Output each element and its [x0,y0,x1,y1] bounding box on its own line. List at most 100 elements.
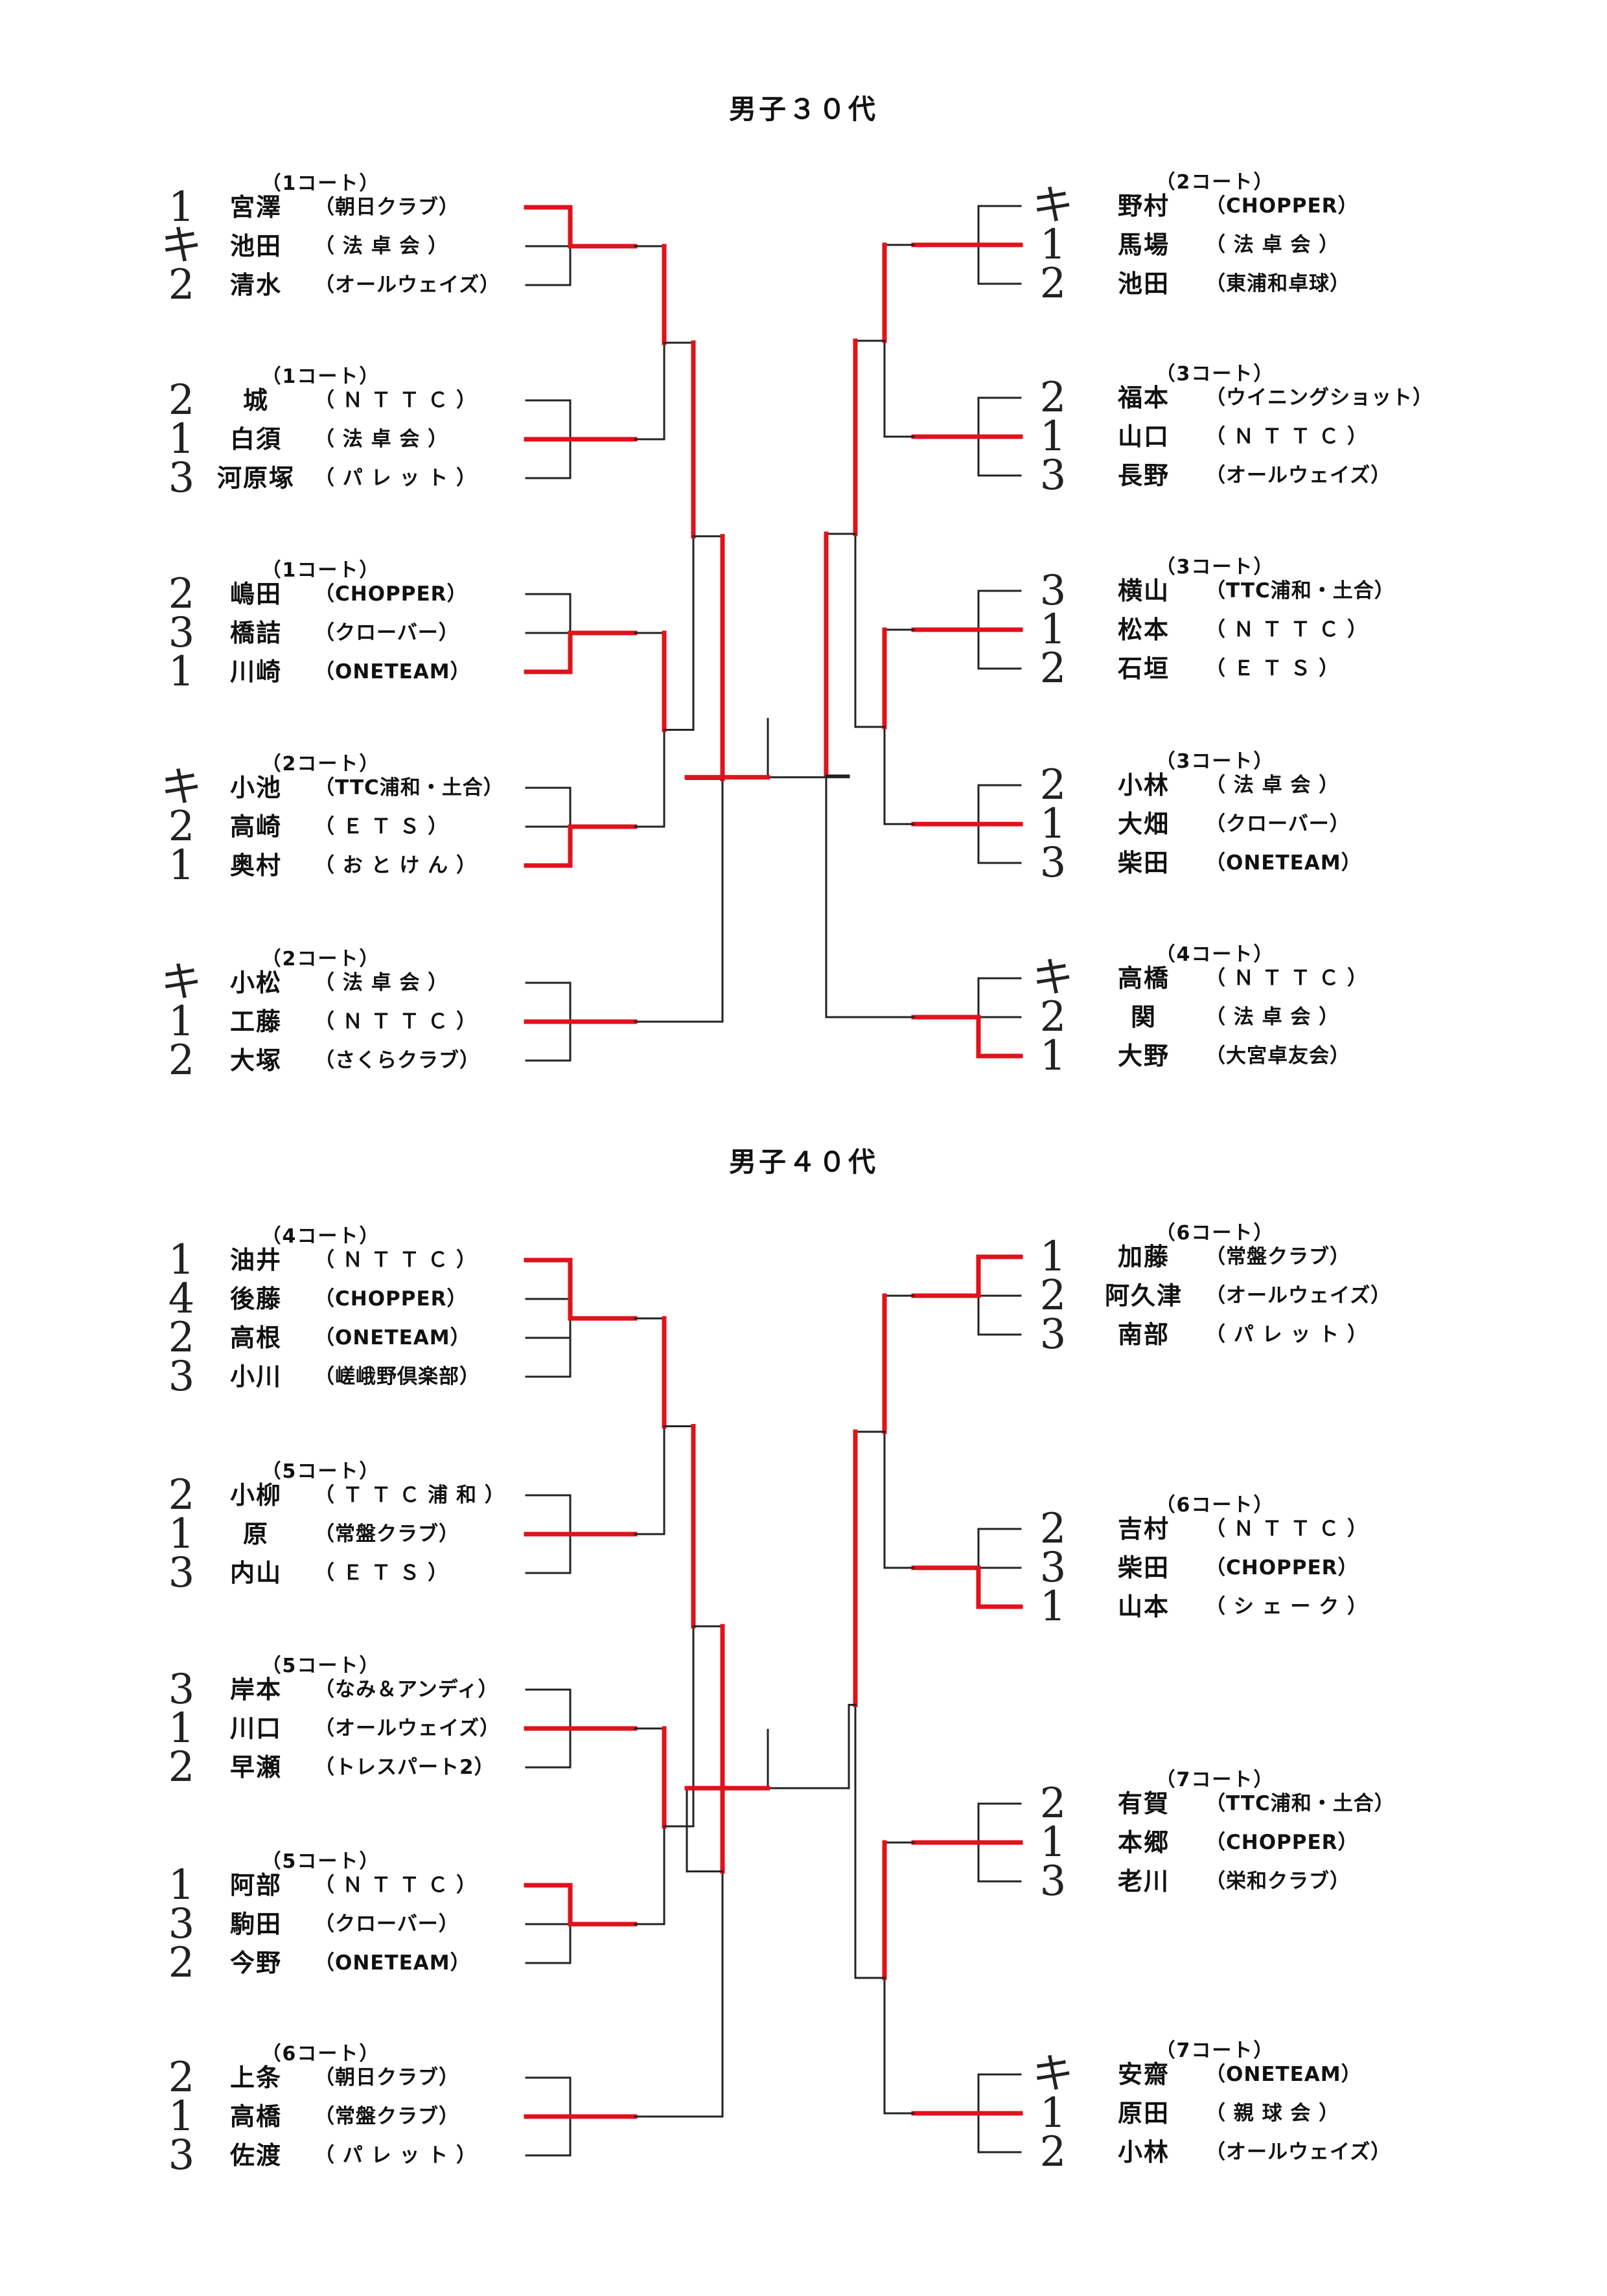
result-mark: 1 [1039,800,1067,848]
result-mark: 3 [168,2131,195,2179]
club-name: （常盤クラブ） [1205,1245,1350,1269]
player-name: 佐渡 [229,2141,282,2170]
club-name: （ Ｔ Ｔ Ｃ 浦 和 ） [314,1484,505,1507]
result-mark: 3 [168,1900,195,1948]
club-name: （ Ｅ Ｔ Ｓ ） [1205,657,1340,680]
player-name: 高根 [229,1324,282,1352]
club-name: （クローバー） [314,621,459,645]
player-name: 油井 [229,1246,282,1274]
result-mark: 2 [168,1314,195,1362]
player-name: 山本 [1117,1592,1170,1621]
result-mark: 3 [1039,452,1067,499]
club-name: （ Ｎ Ｔ Ｔ Ｃ ） [1205,618,1368,641]
result-mark: 3 [168,609,195,657]
club-name: （朝日クラブ） [314,2066,459,2089]
club-name: （栄和クラブ） [1205,1870,1350,1893]
result-mark: 2 [168,803,195,851]
club-name: （ パ レ ッ ト ） [314,466,477,490]
result-mark: キ [161,222,202,270]
player-name: 吉村 [1117,1515,1170,1543]
court-label: （7コート） [1155,1769,1275,1791]
club-name: （ パ レ ッ ト ） [314,2144,477,2167]
result-mark: 3 [168,1353,195,1401]
player-name: 宮澤 [229,193,282,222]
result-mark: 2 [1039,1505,1067,1553]
club-name: （朝日クラブ） [314,196,459,219]
player-name: 池田 [229,232,282,260]
player-name: 川崎 [229,658,282,686]
club-name: （ 法 卓 会 ） [314,235,449,258]
club-name: （CHOPPER） [314,1287,468,1311]
player-name: 有賀 [1117,1789,1170,1818]
result-mark: 1 [1039,1583,1067,1631]
player-name: 加藤 [1117,1243,1170,1271]
player-name: 小松 [229,969,282,997]
club-name: （ 法 卓 会 ） [314,971,449,994]
result-mark: 4 [168,1275,195,1323]
player-name: 柴田 [1117,849,1170,877]
court-label: （6コート） [1155,1222,1275,1245]
result-mark: キ [161,764,202,812]
club-name: （CHOPPER） [1205,194,1359,218]
result-mark: 2 [168,1037,195,1085]
player-name: 奥村 [229,851,282,880]
player-name: 白須 [229,425,282,453]
result-mark: 1 [1039,2089,1067,2137]
player-name: 老川 [1117,1867,1170,1896]
player-name: 工藤 [229,1007,282,1036]
result-mark: 3 [1039,839,1067,887]
player-name: 河原塚 [216,464,295,492]
court-label: （3コート） [1155,363,1275,385]
player-name: 嶋田 [229,580,282,608]
result-mark: 3 [168,1666,195,1714]
result-mark: キ [161,959,202,1007]
player-name: 小川 [229,1362,282,1391]
result-mark: 1 [168,183,195,231]
club-name: （ Ｎ Ｔ Ｔ Ｃ ） [314,1248,477,1272]
result-mark: 2 [168,1471,195,1519]
player-name: 石垣 [1117,654,1170,683]
court-label: （6コート） [1155,1494,1275,1517]
club-name: （TTC浦和・土合） [1205,1792,1395,1815]
result-mark: キ [1032,182,1074,230]
player-name: 今野 [229,1949,282,1977]
player-name: 大塚 [229,1046,282,1075]
club-name: （大宮卓友会） [1205,1044,1350,1068]
player-name: 清水 [229,271,282,299]
court-label: （5コート） [261,1655,380,1677]
club-name: （ Ｎ Ｔ Ｔ Ｃ ） [1205,425,1368,448]
player-name: 安齋 [1117,2060,1170,2089]
result-mark: 1 [1039,606,1067,654]
court-label: （3コート） [1155,750,1275,773]
player-name: 高橋 [1117,964,1170,993]
court-label: （7コート） [1155,2039,1275,2062]
player-name: 高橋 [229,2102,282,2131]
club-name: （ お と け ん ） [314,854,477,877]
result-mark: 2 [1039,993,1067,1041]
section-title: 男子３０代 [728,93,878,125]
player-name: 城 [242,386,269,415]
court-label: （5コート） [261,1850,380,1873]
club-name: （なみ＆アンディ） [314,1678,499,1701]
result-mark: キ [1032,2050,1074,2098]
club-name: （ONETEAM） [314,1326,471,1349]
result-mark: 2 [168,376,195,424]
result-mark: 2 [168,570,195,618]
club-name: （CHOPPER） [314,582,468,606]
player-name: 長野 [1117,461,1170,490]
result-mark: 2 [1039,1780,1067,1828]
club-name: （常盤クラブ） [314,2105,459,2128]
player-name: 小池 [229,774,282,802]
club-name: （常盤クラブ） [314,1522,459,1546]
result-mark: 1 [1039,1032,1067,1080]
result-mark: 1 [168,1861,195,1909]
court-label: （4コート） [261,1225,380,1248]
result-mark: 2 [168,1939,195,1987]
club-name: （ONETEAM） [314,660,471,683]
player-name: 阿部 [229,1871,282,1900]
result-mark: 1 [1039,221,1067,269]
club-name: （クローバー） [314,1912,459,1936]
result-mark: 1 [168,648,195,696]
player-name: 内山 [229,1559,282,1587]
court-label: （2コート） [261,753,380,775]
